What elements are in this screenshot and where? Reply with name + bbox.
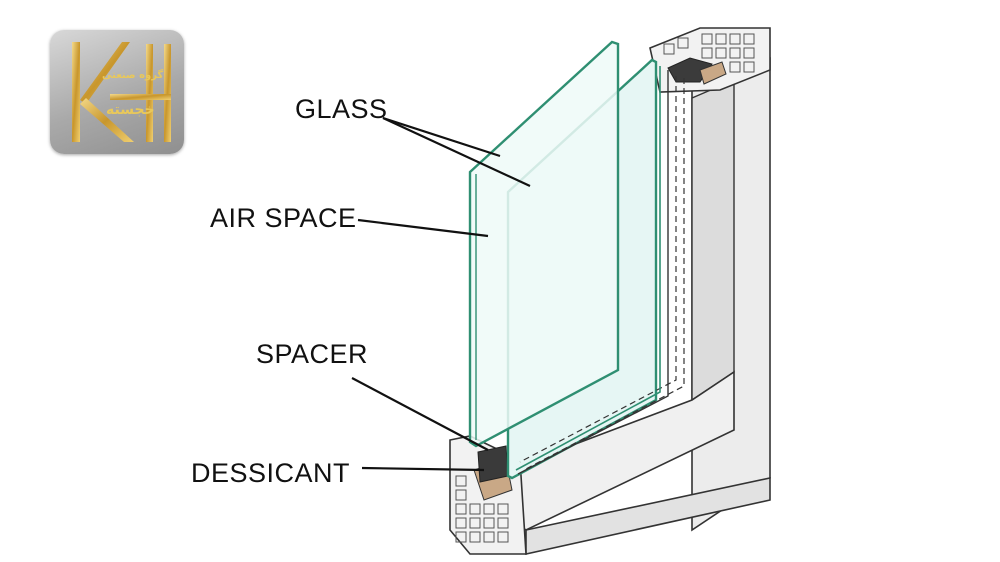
leader-dessicant [361,466,485,472]
spacer-line-2 [523,78,685,471]
label-air-space: AIR SPACE [210,203,357,233]
bead-edge [515,66,661,471]
bead-edge-2 [517,70,669,475]
frame-inner-side [691,78,735,402]
company-logo: گروه صنعتی خجسته [50,30,184,154]
label-glass: GLASS [295,94,388,124]
leader-glass-1 [382,116,501,158]
glass-pane-front [468,40,620,448]
logo-line-2: خجسته [106,102,155,118]
label-dessicant: DESSICANT [191,458,351,488]
label-spacer: SPACER [256,339,369,369]
leader-glass-2 [382,117,531,187]
spacer-line [519,76,677,463]
logo-line-1: گروه صنعتی [102,70,164,81]
leader-air-space [357,218,489,238]
spacer-block [477,445,509,483]
leader-spacer [351,377,489,451]
kh-monogram-icon [72,42,171,142]
